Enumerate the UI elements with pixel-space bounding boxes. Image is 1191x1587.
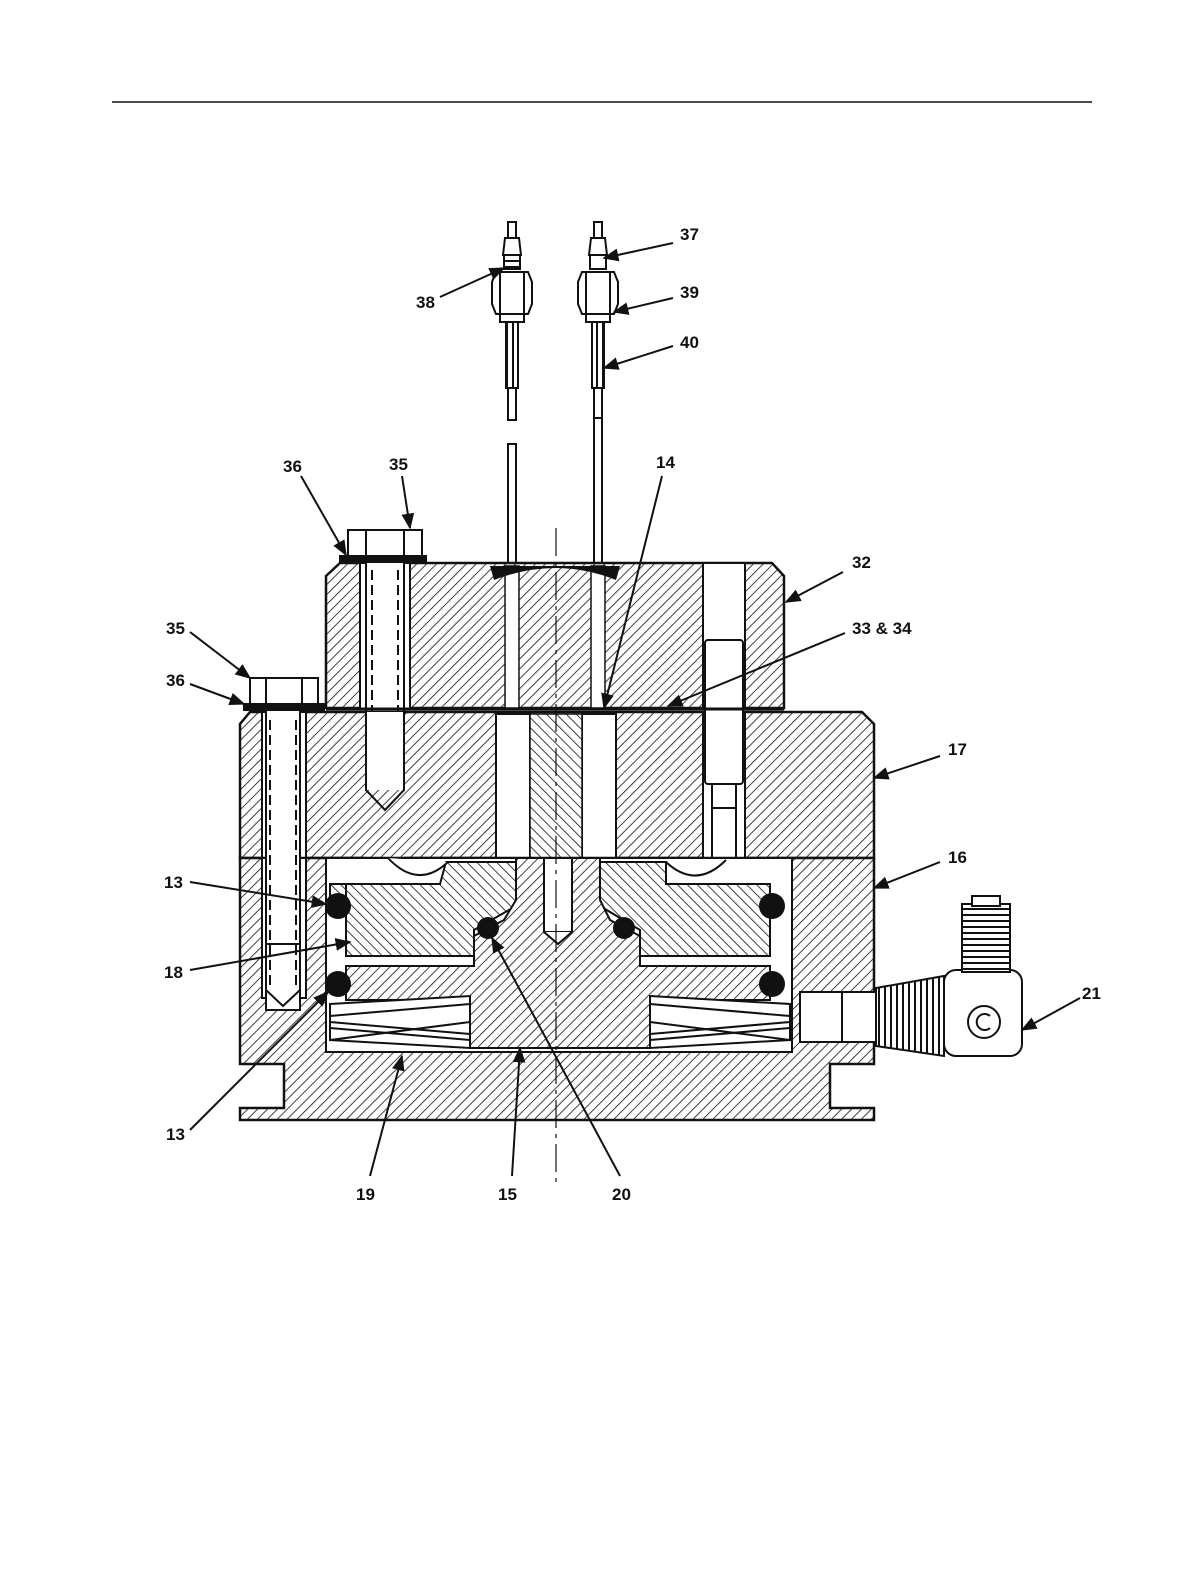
spring-stack-left bbox=[330, 996, 470, 1048]
callout-13-lower: 13 bbox=[166, 1125, 185, 1144]
callout-40: 40 bbox=[680, 333, 699, 352]
callout-13-upper: 13 bbox=[164, 873, 183, 892]
callout-32: 32 bbox=[852, 553, 871, 572]
callout-19: 19 bbox=[356, 1185, 375, 1204]
o-ring-lower-left bbox=[325, 971, 351, 997]
spring-stack-right bbox=[650, 996, 790, 1048]
callout-36-left: 36 bbox=[166, 671, 185, 690]
middle-body-block bbox=[240, 712, 874, 858]
o-ring-upper-left bbox=[325, 893, 351, 919]
callout-36-top: 36 bbox=[283, 457, 302, 476]
callout-20: 20 bbox=[612, 1185, 631, 1204]
callout-37: 37 bbox=[680, 225, 699, 244]
callout-17: 17 bbox=[948, 740, 967, 759]
callout-35-left: 35 bbox=[166, 619, 185, 638]
o-ring-piston-left bbox=[477, 917, 499, 939]
o-ring-lower-right bbox=[759, 971, 785, 997]
callout-16: 16 bbox=[948, 848, 967, 867]
callout-14: 14 bbox=[656, 453, 675, 472]
o-ring-upper-right bbox=[759, 893, 785, 919]
callout-15: 15 bbox=[498, 1185, 517, 1204]
callout-35-top: 35 bbox=[389, 455, 408, 474]
callout-38: 38 bbox=[416, 293, 435, 312]
callout-33-34: 33 & 34 bbox=[852, 619, 912, 638]
callout-18: 18 bbox=[164, 963, 183, 982]
o-ring-piston-right bbox=[613, 917, 635, 939]
callout-39: 39 bbox=[680, 283, 699, 302]
callout-21: 21 bbox=[1082, 984, 1101, 1003]
